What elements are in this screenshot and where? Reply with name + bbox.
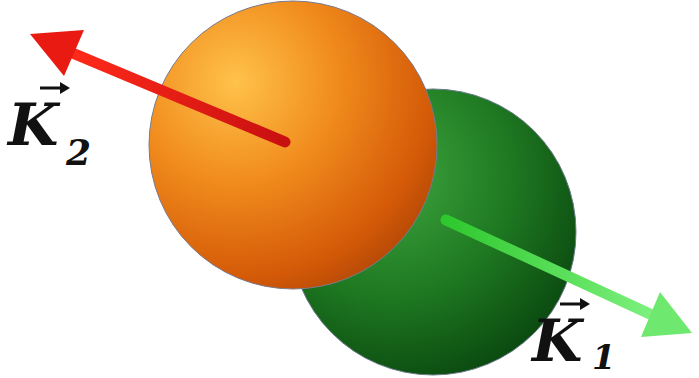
subscript-index: 2 xyxy=(66,134,91,170)
subscript-index: 1 xyxy=(592,340,616,374)
orange-sphere xyxy=(149,1,437,289)
red-vector-arrow xyxy=(30,30,285,142)
vector-letter: K xyxy=(8,96,58,154)
vector-letter: K xyxy=(532,312,582,370)
vector-symbol xyxy=(40,82,590,310)
